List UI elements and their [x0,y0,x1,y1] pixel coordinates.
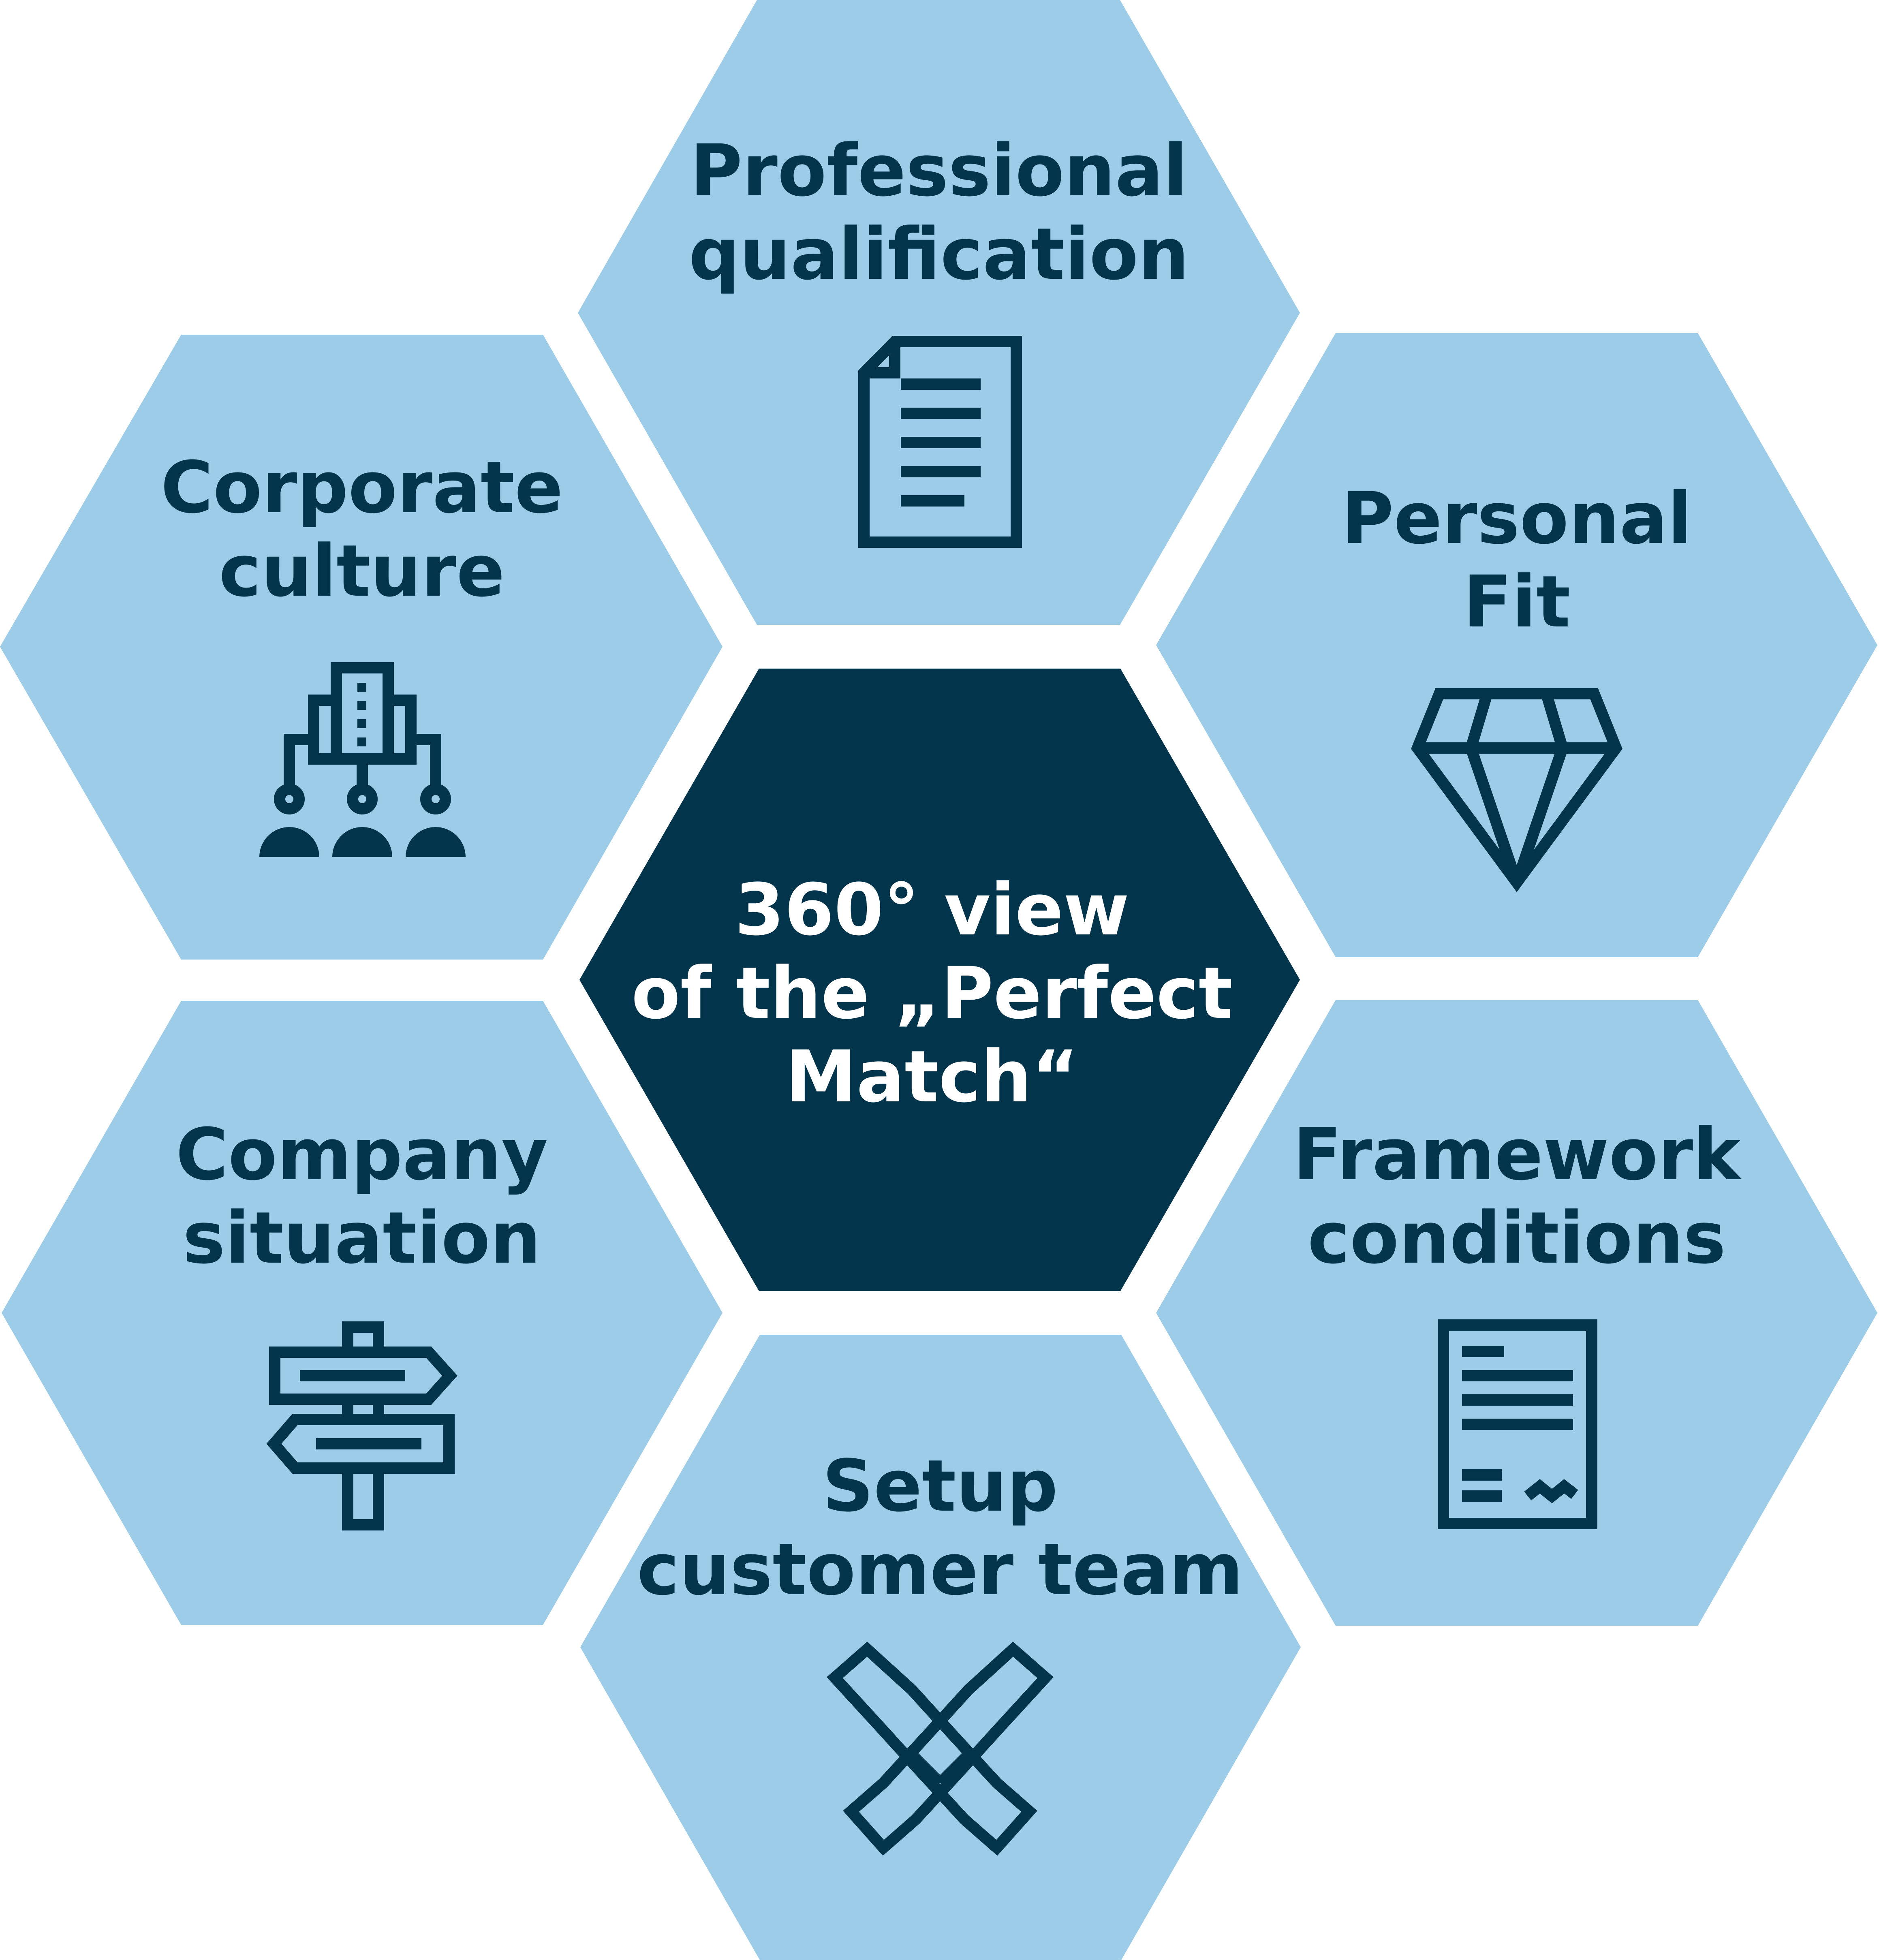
framework-label-line-2: conditions [1308,1197,1726,1280]
cell-professional-qualification: Professional qualification [578,0,1300,625]
handshake-icon [826,1642,1054,1856]
diamond-icon [1411,688,1622,892]
hexagon-top [578,0,1300,625]
center-cell: 360° view of the „Perfect Match“ [579,669,1300,1291]
setup-label-line-1: Setup [822,1445,1058,1528]
hexagon-lower-right [1156,1000,1877,1626]
professional-label-line-2: qualification [689,213,1189,296]
company-label-line-1: Company [176,1113,548,1196]
center-label-line-1: 360° view [735,868,1129,951]
company-label-line-2: situation [183,1197,541,1280]
document-icon [858,336,1022,548]
hexagon-bottom [580,1335,1301,1960]
center-label-line-2: of the „Perfect [631,952,1233,1035]
corporate-label-line-1: Corporate [161,446,563,529]
cell-personal-fit: Personal Fit [1156,333,1877,957]
cell-framework-conditions: Framework conditions [1156,1000,1877,1626]
framework-label-line-1: Framework [1293,1113,1742,1196]
corporate-label-line-2: culture [219,530,505,613]
signpost-icon [266,1321,457,1530]
personal-label-line-2: Fit [1463,560,1571,643]
center-hexagon [579,669,1300,1291]
hexagon-upper-left [0,335,723,960]
cell-setup-customer-team: Setup customer team [580,1335,1301,1960]
contract-icon [1438,1319,1597,1529]
professional-label-line-1: Professional [690,129,1188,212]
hexagon-upper-right [1156,333,1877,957]
organization-icon [259,662,466,857]
cell-corporate-culture: Corporate culture [0,335,723,960]
center-label-line-3: Match“ [785,1035,1078,1118]
cell-company-situation: Company situation [2,1001,723,1625]
personal-label-line-1: Personal [1341,477,1692,560]
setup-label-line-2: customer team [637,1528,1243,1611]
hexagon-lower-left [2,1001,723,1625]
